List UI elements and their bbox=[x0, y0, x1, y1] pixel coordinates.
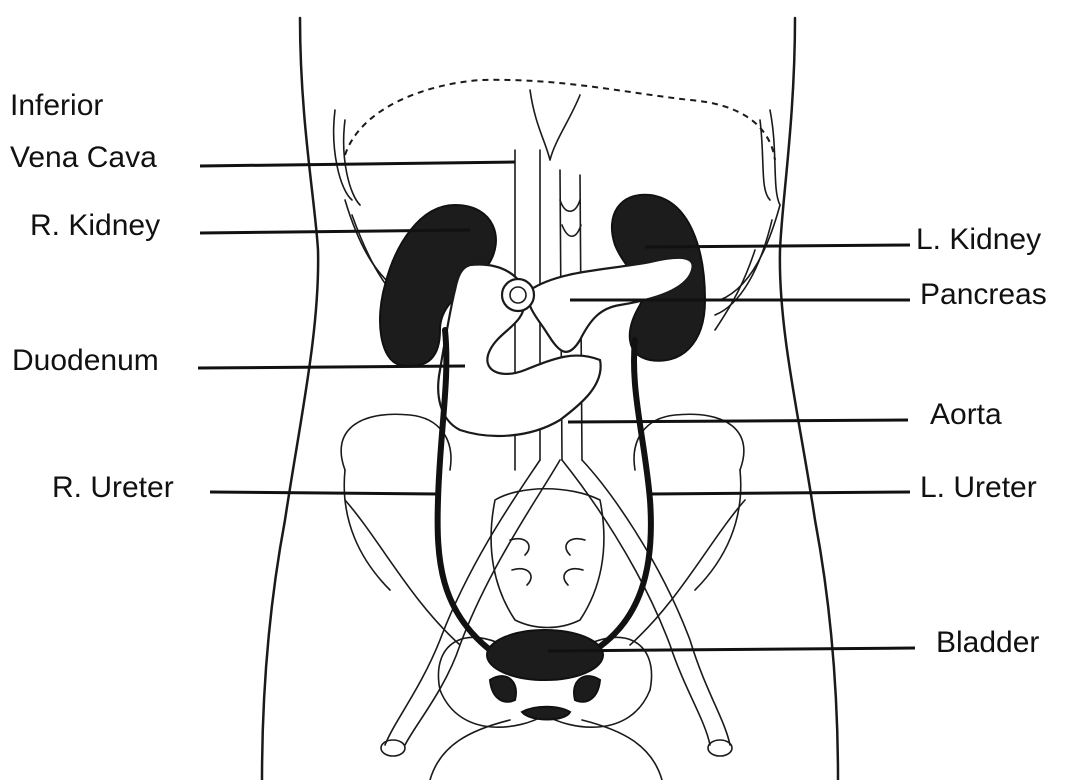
leader-bladder bbox=[548, 648, 915, 651]
leader-l-ureter bbox=[650, 492, 910, 494]
leader-aorta bbox=[568, 420, 908, 422]
leader-r-ureter bbox=[210, 492, 438, 494]
bladder-shape bbox=[487, 630, 603, 680]
leader-l-kidney bbox=[645, 245, 910, 247]
label-ivc-line1: Inferior bbox=[10, 88, 103, 124]
label-bladder: Bladder bbox=[936, 625, 1039, 661]
label-l-kidney: L. Kidney bbox=[916, 222, 1041, 258]
label-pancreas: Pancreas bbox=[920, 277, 1047, 313]
leader-duodenum bbox=[198, 366, 465, 368]
label-aorta: Aorta bbox=[930, 397, 1002, 433]
leader-ivc bbox=[200, 162, 515, 166]
label-r-ureter: R. Ureter bbox=[52, 470, 174, 506]
label-l-ureter: L. Ureter bbox=[920, 470, 1037, 506]
label-duodenum: Duodenum bbox=[12, 343, 159, 379]
label-ivc-line2: Vena Cava bbox=[10, 140, 157, 176]
label-r-kidney: R. Kidney bbox=[30, 208, 160, 244]
